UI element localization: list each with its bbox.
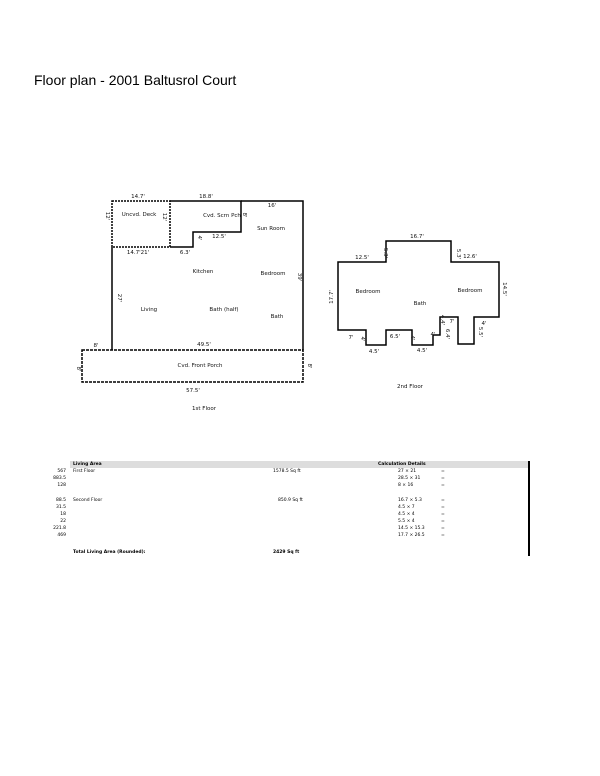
calc-equals: = <box>441 519 445 524</box>
dimension-label: 12' <box>161 213 167 222</box>
room-label: Bedroom <box>458 288 483 294</box>
room-label: Cvd. Front Porch <box>178 363 223 369</box>
dimension-label: 8' <box>75 366 81 371</box>
room-label: Bath (half) <box>209 307 238 313</box>
calc-expression: 4.5 × 7 <box>398 505 415 510</box>
room-label: Bath <box>271 314 284 320</box>
dimension-label: 4.5' <box>417 348 427 354</box>
dimension-label: 12.5' <box>355 255 369 261</box>
second-floor-plan <box>337 240 500 346</box>
calc-equals: = <box>441 533 445 538</box>
dimension-label: 12.6' <box>463 254 477 260</box>
calc-expression: 8 × 16 <box>398 483 414 488</box>
row-label: Second Floor <box>73 498 103 503</box>
dimension-label: 14.7' <box>131 194 145 200</box>
dimension-label: 5.5' <box>477 327 483 337</box>
first-floor-plan <box>81 200 304 383</box>
calc-equals: = <box>441 476 445 481</box>
dimension-label: 18.8' <box>199 194 213 200</box>
dimension-label: 6.3' <box>180 250 190 256</box>
calc-equals: = <box>441 526 445 531</box>
row-label: First Floor <box>73 469 96 474</box>
dimension-label: 6.4' <box>444 329 450 339</box>
dimension-label: 12.5' <box>212 234 226 240</box>
dimension-label: 8' <box>306 363 312 368</box>
dimension-label: 4' <box>481 321 486 327</box>
page-title: Floor plan - 2001 Baltusrol Court <box>34 72 237 88</box>
main-wall <box>111 200 304 350</box>
front-porch-outline <box>81 349 304 383</box>
dimension-label: 8' <box>241 212 247 217</box>
dimension-label: 39' <box>296 273 302 282</box>
room-label: Cvd. Scrn Pch <box>203 213 241 219</box>
table-header <box>70 461 528 468</box>
dimension-label: 16' <box>268 203 277 209</box>
floor-caption: 2nd Floor <box>397 384 424 390</box>
calc-result: 883.5 <box>53 476 66 481</box>
dimension-label: 5.3' <box>382 248 388 258</box>
calc-equals: = <box>441 498 445 503</box>
calc-equals: = <box>441 469 445 474</box>
dimension-label: 27' <box>116 294 122 303</box>
dimension-label: 5.3' <box>455 249 461 259</box>
room-label: Bedroom <box>356 289 381 295</box>
calc-result: 22 <box>60 519 66 524</box>
row-area: 1578.5 Sq ft <box>273 469 301 474</box>
dimension-label: 4' <box>359 336 365 341</box>
dimension-label: 12' <box>104 212 110 221</box>
dimension-label: 7' <box>348 335 353 341</box>
calc-expression: 16.7 × 5.3 <box>398 498 422 503</box>
calc-expression: 14.5 × 15.3 <box>398 526 425 531</box>
calc-result: 128 <box>57 483 66 488</box>
dimension-label: 7' <box>449 319 454 325</box>
calc-result: 18 <box>60 512 66 517</box>
dimension-label: 4' <box>409 335 415 340</box>
calc-expression: 28.5 × 31 <box>398 476 421 481</box>
calc-expression: 4.5 × 4 <box>398 512 415 517</box>
calc-result: 567 <box>57 469 66 474</box>
calc-equals: = <box>441 505 445 510</box>
dimension-label: 4.4' <box>439 315 445 325</box>
calc-equals: = <box>441 483 445 488</box>
living-area-table: Living Area Calculation Details First Fl… <box>53 461 530 556</box>
calc-expression: 5.5 × 4 <box>398 519 415 524</box>
dimension-label: 16.7' <box>410 234 424 240</box>
dimension-label: 4.5' <box>369 349 379 355</box>
calc-expression: 27 × 21 <box>398 469 417 474</box>
room-label: Sun Room <box>257 226 285 232</box>
dimension-label: 8' <box>93 343 98 349</box>
room-label: Kitchen <box>193 269 214 275</box>
dimension-label: 57.5' <box>186 388 200 394</box>
dimension-label: 6.5' <box>390 334 400 340</box>
room-label: Uncvd. Deck <box>122 212 157 218</box>
header-living-area: Living Area <box>73 462 102 467</box>
second-floor-outline <box>337 240 500 346</box>
header-calculation-details: Calculation Details <box>378 462 426 467</box>
calc-result: 88.5 <box>55 498 66 503</box>
total-value: 2429 Sq ft <box>273 550 300 555</box>
floor-caption: 1st Floor <box>192 406 217 412</box>
dimension-label: 49.5' <box>197 342 211 348</box>
calc-result: 31.5 <box>55 505 66 510</box>
calc-expression: 17.7 × 26.5 <box>398 533 425 538</box>
dimension-label: 4' <box>196 235 202 240</box>
dimension-label: 17.7' <box>329 290 335 304</box>
deck-outline <box>111 200 171 248</box>
total-label: Total Living Area (Rounded): <box>73 550 146 555</box>
room-label: Bedroom <box>261 271 286 277</box>
dimension-label: 4' <box>430 332 435 338</box>
calc-result: 469 <box>57 533 66 538</box>
screen-porch-outline <box>170 200 242 248</box>
room-label: Bath <box>414 301 427 307</box>
row-area: 850.9 Sq ft <box>278 498 303 503</box>
calc-equals: = <box>441 512 445 517</box>
room-label: Living <box>141 307 157 313</box>
dimension-label: 14.5' <box>501 282 507 296</box>
calc-result: 221.8 <box>53 526 66 531</box>
dimension-label: 14.7'21' <box>127 250 149 256</box>
